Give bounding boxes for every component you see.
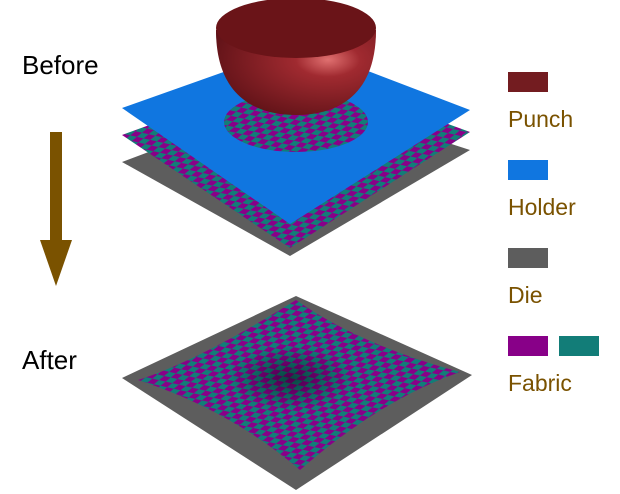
arrow-shaft <box>50 132 62 242</box>
punch-swatch <box>508 72 548 92</box>
legend-fabric: Fabric <box>508 370 572 396</box>
die-swatch <box>508 248 548 268</box>
arrow-head <box>40 240 72 286</box>
fabric-dent <box>228 346 352 410</box>
punch-rim <box>216 0 376 58</box>
legend-holder: Holder <box>508 194 576 220</box>
fabric-swatch-teal <box>559 336 599 356</box>
before-label: Before <box>22 50 99 80</box>
after-label: After <box>22 345 77 375</box>
fabric-swatch-purple <box>508 336 548 356</box>
legend-die: Die <box>508 282 543 308</box>
holder-swatch <box>508 160 548 180</box>
legend-punch: Punch <box>508 106 574 132</box>
